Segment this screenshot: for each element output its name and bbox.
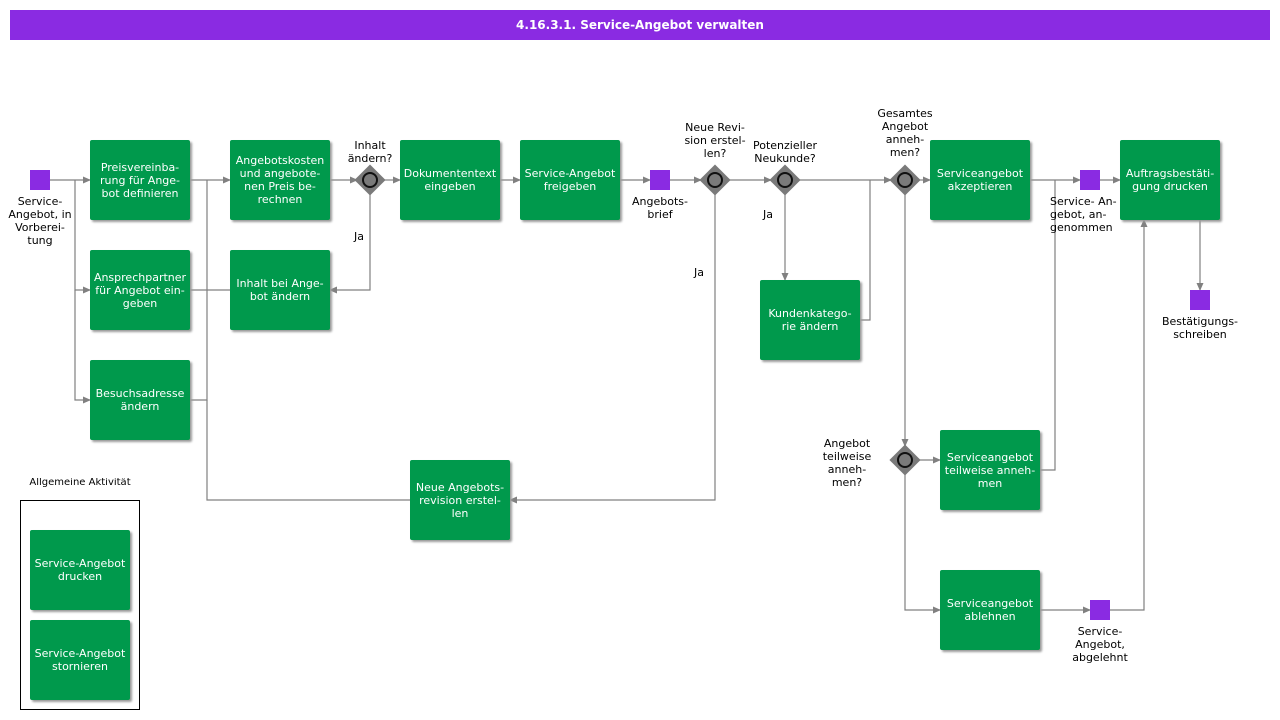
activity-dokumententext[interactable]: Dokumententext eingeben	[400, 140, 500, 220]
object-angebot-angenommen[interactable]	[1080, 170, 1100, 190]
flow-besuch-merge	[190, 290, 208, 401]
flow-teilweise-angenommen	[1040, 180, 1056, 471]
legend-title: Allgemeine Aktivität	[29, 478, 131, 488]
flow-abgelehnt-auftrag	[1110, 219, 1148, 611]
flow-gw-teil-ablehnen	[904, 474, 941, 614]
flow-revision-back	[206, 400, 410, 501]
object-label-brief: Angebots- brief	[632, 195, 688, 221]
flow-gw-revision-ja	[509, 194, 716, 504]
activity-teilweise-annehmen[interactable]: Serviceangebot teilweise anneh- men	[940, 430, 1040, 510]
activity-kundenkategorie[interactable]: Kundenkatego- rie ändern	[760, 280, 860, 360]
object-angebot-vorbereitung[interactable]	[30, 170, 50, 190]
activity-inhalt-aendern[interactable]: Inhalt bei Ange- bot ändern	[230, 250, 330, 330]
gateway-label-inhalt: Inhalt ändern?	[347, 139, 393, 165]
gateway-label-gesamt: Gesamtes Angebot anneh- men?	[877, 107, 933, 159]
activity-ablehnen[interactable]: Serviceangebot ablehnen	[940, 570, 1040, 650]
gateway-marker-icon	[362, 172, 378, 188]
legend-box	[20, 500, 140, 710]
activity-besuchsadresse[interactable]: Besuchsadresse ändern	[90, 360, 190, 440]
gateway-marker-icon	[897, 172, 913, 188]
edge-label-ja: Ja	[763, 208, 773, 221]
object-label-vorbereitung: Service- Angebot, in Vorberei- tung	[8, 195, 72, 247]
edge-label-ja: Ja	[354, 230, 364, 243]
object-label-angenommen: Service- An- gebot, an- genommen	[1050, 195, 1117, 234]
page-title: 4.16.3.1. Service-Angebot verwalten	[10, 10, 1270, 40]
object-label-abgelehnt: Service- Angebot, abgelehnt	[1072, 625, 1128, 664]
gateway-label-neukunde: Potenzieller Neukunde?	[752, 139, 818, 165]
activity-ansprechpartner[interactable]: Ansprechpartner für Angebot ein- geben	[90, 250, 190, 330]
legend-activity-stornieren[interactable]: Service-Angebot stornieren	[30, 620, 130, 700]
object-bestaetigungsschreiben[interactable]	[1190, 290, 1210, 310]
gateway-marker-icon	[707, 172, 723, 188]
activity-neue-revision[interactable]: Neue Angebots- revision erstel- len	[410, 460, 510, 540]
object-angebotsbrief[interactable]	[650, 170, 670, 190]
activity-auftragsbestaetigung[interactable]: Auftragsbestäti- gung drucken	[1120, 140, 1220, 220]
activity-akzeptieren[interactable]: Serviceangebot akzeptieren	[930, 140, 1030, 220]
gateway-marker-icon	[777, 172, 793, 188]
activity-preisvereinbarung[interactable]: Preisvereinba- rung für Ange- bot defini…	[90, 140, 190, 220]
gateway-label-teil: Angebot teilweise anneh- men?	[822, 437, 872, 489]
activity-angebotskosten[interactable]: Angebotskosten und angebote- nen Preis b…	[230, 140, 330, 220]
flow-start-besuch	[74, 290, 91, 404]
activity-freigeben[interactable]: Service-Angebot freigeben	[520, 140, 620, 220]
gateway-label-revision: Neue Revi- sion erstel- len?	[684, 121, 746, 160]
object-label-bestaetigung: Bestätigungs- schreiben	[1161, 315, 1239, 341]
gateway-marker-icon	[897, 452, 913, 468]
flow-gw-inhalt-ja	[329, 194, 371, 294]
object-angebot-abgelehnt[interactable]	[1090, 600, 1110, 620]
edge-label-ja: Ja	[694, 266, 704, 279]
flow-ansprech-merge	[190, 180, 208, 291]
legend-activity-drucken[interactable]: Service-Angebot drucken	[30, 530, 130, 610]
flow-kategorie-back	[860, 180, 871, 321]
